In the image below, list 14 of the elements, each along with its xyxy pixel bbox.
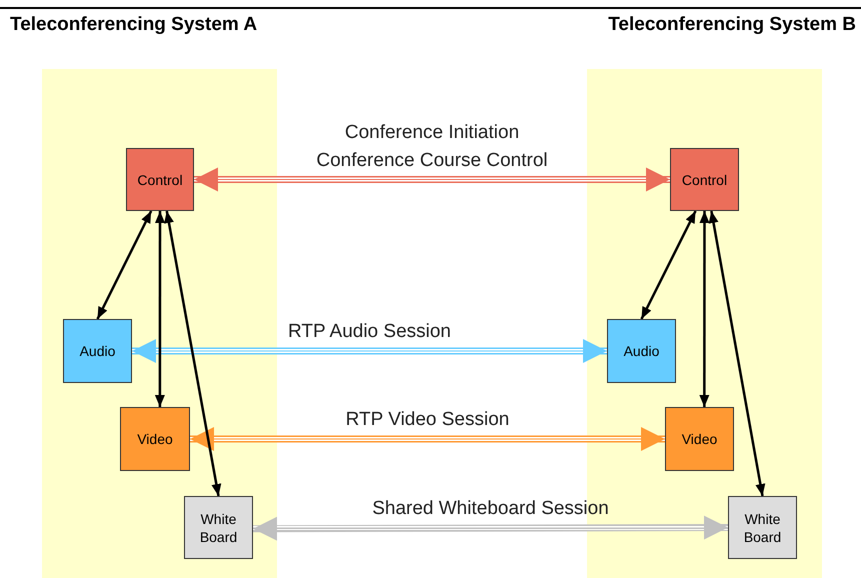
component-box: Control xyxy=(670,148,739,211)
edge-label: Conference Initiation Conference Course Control xyxy=(315,120,549,172)
component-box: Control xyxy=(126,148,194,211)
component-box: Video xyxy=(120,407,190,471)
edge-label: Shared Whiteboard Session xyxy=(371,496,610,520)
edge-label: RTP Video Session xyxy=(344,408,510,432)
component-box: Video xyxy=(665,407,734,471)
component-box: White Board xyxy=(184,496,253,559)
component-box: Audio xyxy=(63,319,132,383)
component-box: Audio xyxy=(607,319,676,383)
system-heading: Teleconferencing System B xyxy=(608,13,856,37)
component-box: White Board xyxy=(728,496,797,559)
edge-label: RTP Audio Session xyxy=(286,320,452,344)
system-heading: Teleconferencing System A xyxy=(10,13,258,37)
